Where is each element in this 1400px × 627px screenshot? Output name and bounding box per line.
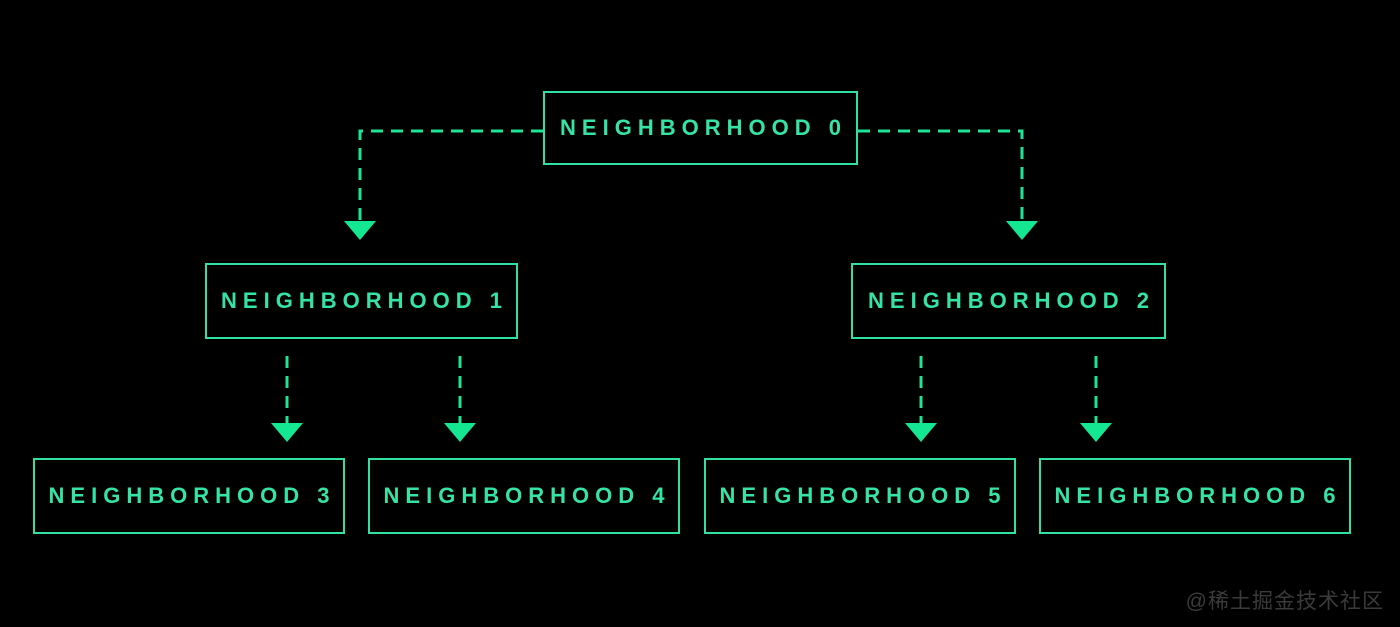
node-label: NEIGHBORHOOD 0 xyxy=(560,115,847,140)
connector-n2-n5 xyxy=(905,356,937,442)
node-label: NEIGHBORHOOD 2 xyxy=(868,288,1155,313)
arrowhead-down-icon xyxy=(344,221,376,240)
node-label: NEIGHBORHOOD 3 xyxy=(48,483,336,508)
node-label: NEIGHBORHOOD 6 xyxy=(1054,483,1342,508)
arrowhead-down-icon xyxy=(1006,221,1038,240)
connector-n1-n4 xyxy=(444,356,476,442)
arrowhead-down-icon xyxy=(1080,423,1112,442)
node-neighborhood-1: NEIGHBORHOOD 1 xyxy=(205,263,518,339)
node-label: NEIGHBORHOOD 5 xyxy=(719,483,1007,508)
node-neighborhood-0: NEIGHBORHOOD 0 xyxy=(543,91,858,165)
connector-n0-n2 xyxy=(858,129,1038,240)
connector-n1-n3 xyxy=(271,356,303,442)
connector-n0-n1 xyxy=(344,129,543,240)
node-label: NEIGHBORHOOD 1 xyxy=(221,288,508,313)
arrowhead-down-icon xyxy=(444,423,476,442)
arrowhead-down-icon xyxy=(905,423,937,442)
node-neighborhood-3: NEIGHBORHOOD 3 xyxy=(33,458,345,534)
watermark: @稀土掘金技术社区 xyxy=(1185,590,1384,613)
node-neighborhood-5: NEIGHBORHOOD 5 xyxy=(704,458,1016,534)
connector-n2-n6 xyxy=(1080,356,1112,442)
node-neighborhood-4: NEIGHBORHOOD 4 xyxy=(368,458,680,534)
node-label: NEIGHBORHOOD 4 xyxy=(383,483,671,508)
arrowhead-down-icon xyxy=(271,423,303,442)
node-neighborhood-2: NEIGHBORHOOD 2 xyxy=(851,263,1166,339)
node-neighborhood-6: NEIGHBORHOOD 6 xyxy=(1039,458,1351,534)
